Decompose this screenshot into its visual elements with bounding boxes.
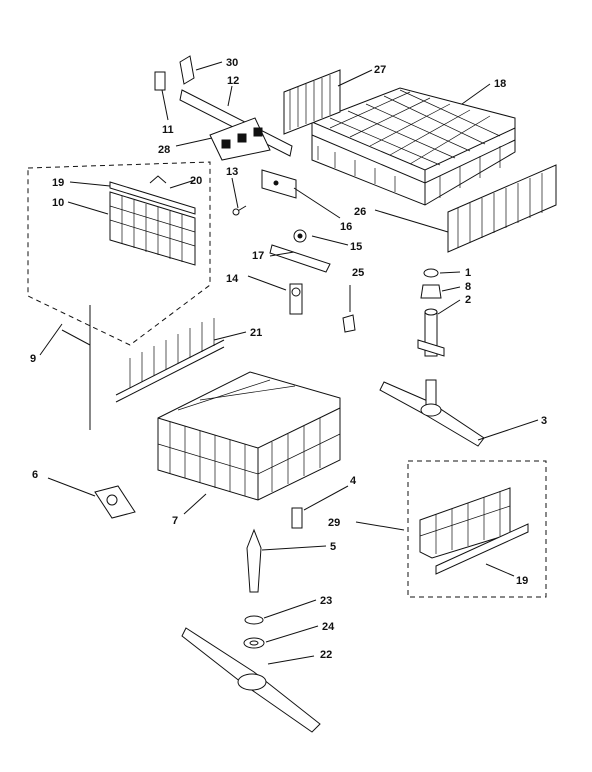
callout-24: 24 [322,621,335,633]
callout-8: 8 [465,281,471,293]
callout-25: 25 [352,267,364,279]
callout-30: 30 [226,57,238,69]
basket-cover-19 [435,523,529,575]
rack-wheel-6 [94,485,136,519]
callout-10: 10 [52,197,64,209]
callout-1: 1 [465,267,471,279]
roller-assembly-28 [209,117,271,161]
washer-23 [244,615,264,625]
callout-14: 14 [226,273,239,285]
callout-9: 9 [30,353,36,365]
callout-16: 16 [340,221,352,233]
callout-22: 22 [320,649,332,661]
tine-row-27 [283,69,341,135]
callouts: 30 12 11 28 27 18 13 16 26 19 20 10 17 1… [30,57,547,661]
callout-6: 6 [32,469,38,481]
nut-1 [423,268,439,278]
spray-tube-5 [246,528,262,593]
callout-26: 26 [354,206,366,218]
callout-27: 27 [374,64,386,76]
callout-12: 12 [227,75,239,87]
upper-spray-arm-3 [379,379,485,447]
basket-handle-20 [149,175,167,184]
guide-4 [291,507,303,529]
fold-tines-21 [115,318,225,403]
clip-25 [342,314,356,333]
callout-19-upper: 19 [52,177,64,189]
callout-21: 21 [250,327,262,339]
group-box-29 [407,460,547,598]
valve-14 [289,283,303,315]
bracket-16 [261,169,297,199]
callout-2: 2 [465,294,471,306]
bearing-8 [420,284,442,299]
seal-24 [243,637,265,649]
callout-17: 17 [252,250,264,262]
callout-13: 13 [226,166,238,178]
lower-spray-arm-22 [181,627,321,733]
manifold-17 [269,229,331,273]
screw-13 [232,205,247,216]
callout-29: 29 [328,517,340,529]
leader-lines [39,61,539,665]
tine-row-26 [447,164,557,253]
feed-tube-2 [417,308,445,357]
callout-11: 11 [162,124,174,136]
callout-7: 7 [172,515,178,527]
upper-rack [311,87,516,206]
callout-19-lower: 19 [516,575,528,587]
callout-15: 15 [350,241,362,253]
rail-end-cap-11 [154,71,166,91]
basket-10 [109,191,196,266]
callout-20: 20 [190,175,202,187]
cutlery-basket-29 [419,487,511,559]
rail-stop-30 [179,55,195,85]
callout-5: 5 [330,541,336,553]
lower-rack-7 [157,371,341,501]
callout-3: 3 [541,415,547,427]
callout-23: 23 [320,595,332,607]
group-box-9 [27,161,211,346]
callout-18: 18 [494,78,506,90]
callout-28: 28 [158,144,170,156]
callout-4: 4 [350,475,357,487]
